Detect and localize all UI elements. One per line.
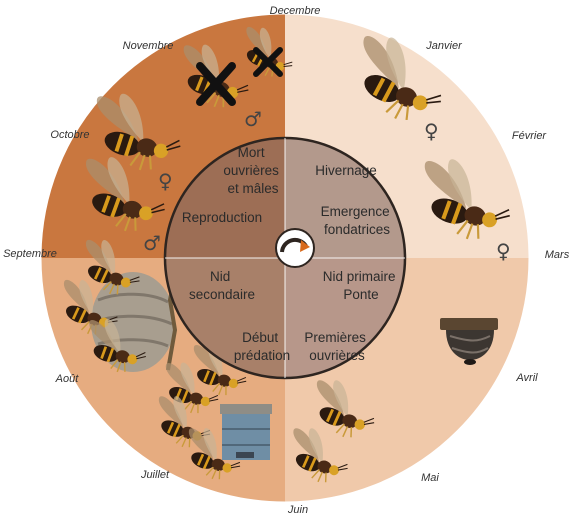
month-aout: Août xyxy=(55,373,80,385)
female-symbol-fevrier: ♀ xyxy=(496,239,511,263)
cycle-arrow-icon xyxy=(275,228,315,268)
month-fevrier: Février xyxy=(512,130,548,142)
inner-circle xyxy=(165,138,405,378)
month-mai: Mai xyxy=(421,472,439,484)
month-juin: Juin xyxy=(287,504,308,516)
primary-nest-icon xyxy=(440,318,498,365)
month-decembre: Decembre xyxy=(270,5,321,17)
male-symbol-novembre: ♂ xyxy=(244,107,262,131)
phase-debut-predation: Début prédation xyxy=(234,330,290,363)
cross-mark-icon xyxy=(196,62,236,106)
month-octobre: Octobre xyxy=(50,129,89,141)
phase-reproduction: Reproduction xyxy=(182,210,262,225)
female-symbol-janvier: ♀ xyxy=(424,119,439,143)
month-juillet: Juillet xyxy=(140,469,170,481)
phase-mort: Mort ouvrières et mâles xyxy=(223,145,282,196)
phase-emergence: Emergence fondatrices xyxy=(321,204,394,237)
month-septembre: Septembre xyxy=(3,248,57,260)
phase-premieres-ouvrieres: Premières ouvrières xyxy=(304,330,369,363)
month-janvier: Janvier xyxy=(425,40,463,52)
female-symbol-octobre: ♀ xyxy=(158,169,173,193)
phase-nid-primaire: Nid primaire Ponte xyxy=(323,269,400,302)
month-mars: Mars xyxy=(545,249,570,261)
month-avril: Avril xyxy=(515,372,538,384)
male-symbol-octobre: ♂ xyxy=(143,231,161,255)
beehive-icon xyxy=(220,404,272,460)
cross-mark-icon xyxy=(253,47,283,77)
phase-nid-secondaire: Nid secondaire xyxy=(189,269,255,302)
phase-hivernage: Hivernage xyxy=(315,163,377,178)
month-novembre: Novembre xyxy=(123,40,174,52)
